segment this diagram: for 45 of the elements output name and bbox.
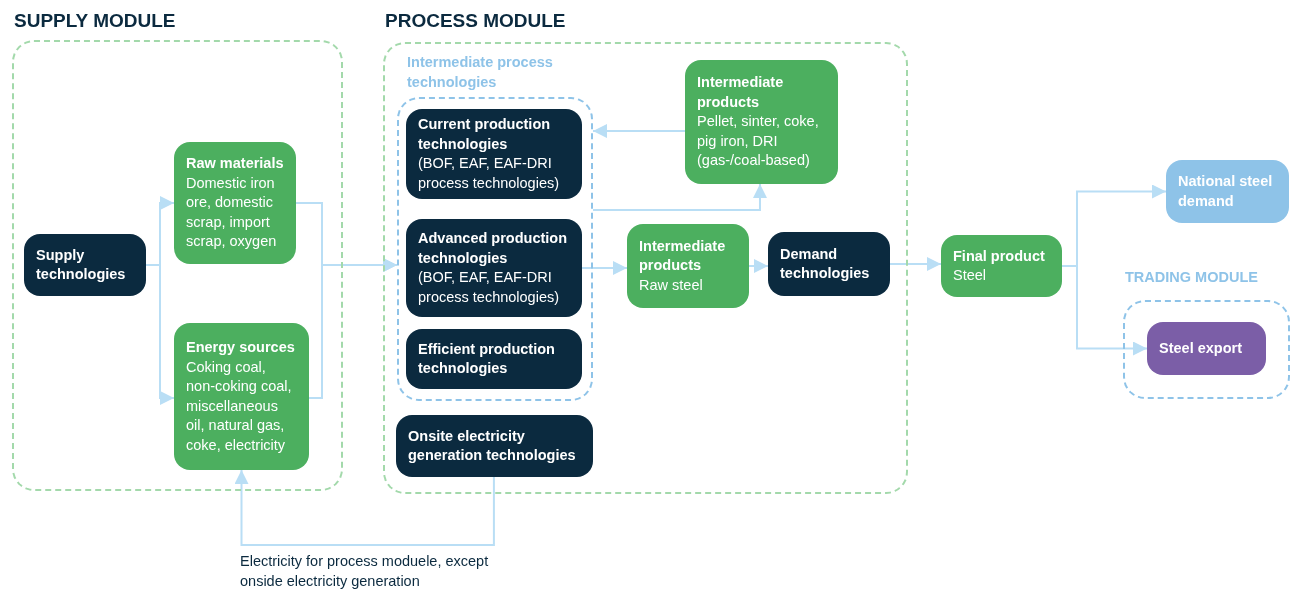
product-box bbox=[174, 323, 309, 470]
output-box bbox=[1166, 160, 1289, 223]
arrow bbox=[592, 183, 767, 212]
node-text: Domestic iron ore, domestic scrap, import scrap, oxygen bbox=[186, 173, 278, 252]
process-box bbox=[396, 415, 593, 477]
group-title: TRADING MODULE bbox=[1125, 268, 1259, 287]
arrow bbox=[748, 259, 769, 273]
node-text: Raw steel bbox=[639, 275, 704, 295]
module-heading: PROCESS MODULE bbox=[385, 10, 566, 32]
node-title: Intermediate products bbox=[697, 73, 785, 112]
node-text: (BOF, EAF, EAF-DRI process technologies) bbox=[418, 268, 561, 307]
process-box bbox=[768, 232, 890, 296]
node-title: Onsite electricity generation technologies bbox=[408, 426, 577, 465]
node-title: Steel export bbox=[1159, 338, 1243, 358]
node-title: Supply technologies bbox=[36, 245, 127, 284]
arrow bbox=[592, 124, 686, 139]
node-title: Efficient production technologies bbox=[418, 339, 556, 378]
arrow bbox=[234, 469, 495, 546]
arrow bbox=[1061, 265, 1148, 356]
arrow bbox=[308, 258, 398, 399]
node-title: Energy sources bbox=[186, 338, 296, 357]
arrow bbox=[581, 261, 628, 275]
process-box bbox=[406, 329, 582, 389]
process-box bbox=[24, 234, 146, 296]
product-box bbox=[627, 224, 749, 308]
module-heading: SUPPLY MODULE bbox=[14, 10, 176, 32]
node-text: (BOF, EAF, EAF-DRI process technologies) bbox=[418, 154, 561, 193]
node-title: Demand technologies bbox=[780, 244, 871, 283]
product-box bbox=[941, 235, 1062, 297]
product-box bbox=[685, 60, 838, 184]
node-title: Advanced production technologies bbox=[418, 229, 569, 268]
node-text: Pellet, sinter, coke, pig iron, DRI (gas-/coal-based) bbox=[697, 112, 820, 171]
node-title: Raw materials bbox=[186, 154, 284, 174]
node-title: National steel demand bbox=[1178, 172, 1274, 211]
node-title: Final product bbox=[953, 246, 1046, 266]
node-text: Coking coal, non-coking coal, miscellaneous oil, natural gas, coke, electricity bbox=[186, 357, 293, 455]
arrow bbox=[889, 257, 942, 271]
node-title: Current production technologies bbox=[418, 115, 552, 154]
output-box bbox=[1147, 322, 1266, 375]
product-box bbox=[174, 142, 296, 264]
node-title: Intermediate products bbox=[639, 236, 727, 276]
process-box bbox=[406, 219, 582, 317]
node-text: Steel bbox=[953, 266, 988, 285]
process-box bbox=[406, 109, 582, 199]
group-title: Intermediate process technologies bbox=[407, 53, 554, 92]
